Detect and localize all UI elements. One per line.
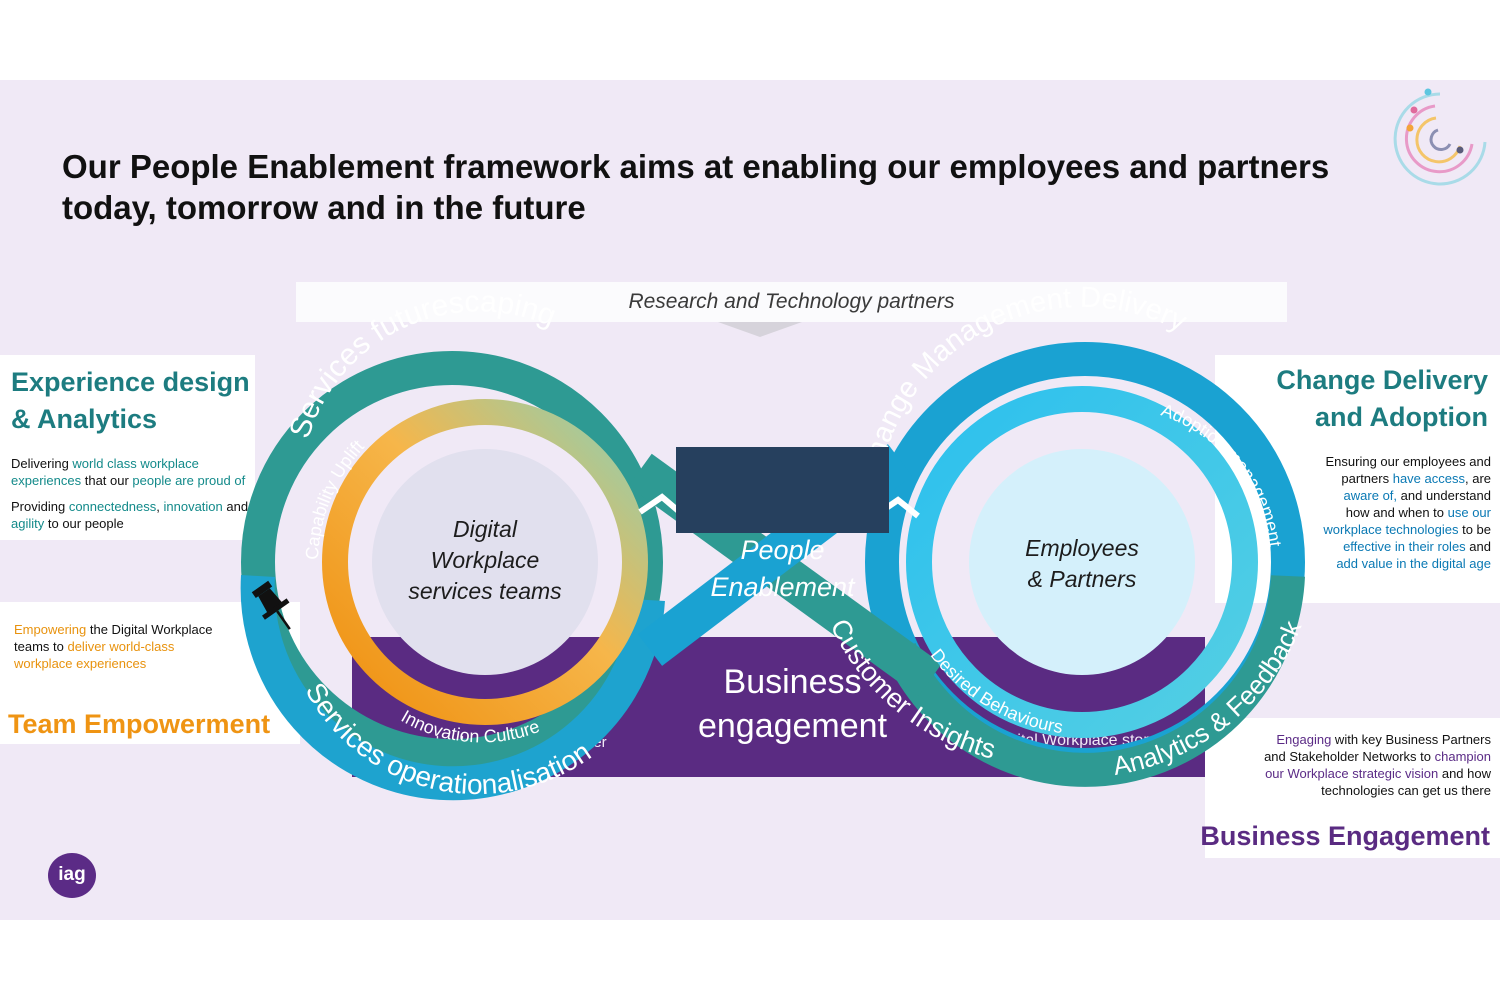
left-inner-ring xyxy=(322,399,648,725)
experience-design-text: Delivering world class workplace experie… xyxy=(11,455,261,532)
experience-design-p2: Providing connectedness, innovation and … xyxy=(11,499,249,531)
left-circle xyxy=(372,449,598,675)
right-circle-text: Employees & Partners xyxy=(1025,535,1139,592)
page-title: Our People Enablement framework aims at … xyxy=(62,148,1330,226)
team-empowerment-heading: Team Empowerment xyxy=(8,709,271,739)
business-engagement-heading: Business Engagement xyxy=(1200,821,1490,851)
team-empowerment-text: Empowering the Digital Workplace teams t… xyxy=(14,621,229,672)
business-engagement-text: Engaging with key Business Partners and … xyxy=(1252,731,1491,799)
business-engagement-panel xyxy=(1205,718,1500,858)
change-delivery-p1: Ensuring our employees and partners have… xyxy=(1323,454,1491,571)
research-partners-bar: Research and Technology partners xyxy=(296,282,1287,322)
right-lower-band xyxy=(884,575,1305,787)
right-inner-ring xyxy=(906,386,1258,738)
right-circle xyxy=(969,449,1195,675)
down-arrow-icon xyxy=(718,322,802,337)
experience-design-p1: Delivering world class workplace experie… xyxy=(11,456,246,488)
business-engagement-title: Business engagement xyxy=(697,663,888,745)
team-empowerment-p1: Empowering the Digital Workplace teams t… xyxy=(14,622,213,671)
left-lower-band xyxy=(240,574,665,801)
people-enablement-box xyxy=(676,447,889,533)
spiral-decoration-icon xyxy=(1393,88,1487,186)
people-enablement-label: People Enablement xyxy=(710,535,855,602)
experience-design-panel xyxy=(0,355,255,540)
pushpin-icon xyxy=(251,580,291,630)
change-delivery-heading: Change Delivery and Adoption xyxy=(1276,365,1488,432)
business-engagement-p1: Engaging with key Business Partners and … xyxy=(1264,732,1491,798)
left-circle-text: Digital Workplace services teams xyxy=(408,516,562,604)
left-chevron-icon xyxy=(638,493,684,517)
experience-design-heading: Experience design & Analytics xyxy=(11,367,250,434)
change-delivery-text: Ensuring our employees and partners have… xyxy=(1318,453,1491,572)
iag-logo: iag xyxy=(48,853,96,898)
